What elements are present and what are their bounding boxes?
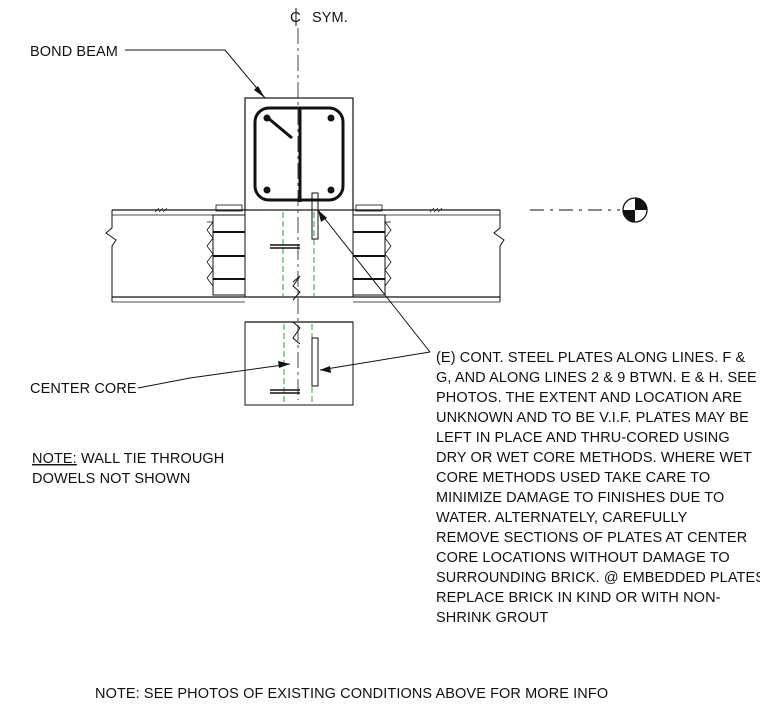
note-line2: DOWELS NOT SHOWN <box>32 471 190 487</box>
callout-line: DRY OR WET CORE METHODS. WHERE WET <box>436 450 752 466</box>
callout-line: LEFT IN PLACE AND THRU-CORED USING <box>436 430 730 446</box>
callout-line: PHOTOS. THE EXTENT AND LOCATION ARE <box>436 390 742 406</box>
bond-beam-leader <box>125 49 266 99</box>
svg-text:NOTE: WALL TIE THROUGH: NOTE: WALL TIE THROUGH <box>32 451 224 467</box>
bond-beam-block <box>244 97 354 211</box>
callout-line: UNKNOWN AND TO BE V.I.F. PLATES MAY BE <box>436 410 749 426</box>
steel-plate-lower <box>311 337 319 387</box>
wall-tie-note: NOTE: WALL TIE THROUGH DOWELS NOT SHOWN <box>32 451 224 487</box>
center-core-label: CENTER CORE <box>30 381 137 397</box>
bond-beam-label: BOND BEAM <box>30 44 118 60</box>
footer-note: NOTE: SEE PHOTOS OF EXISTING CONDITIONS … <box>95 686 608 702</box>
brick-wall-upper <box>244 209 354 301</box>
steel-plate-leaders <box>317 209 431 373</box>
svg-text:C: C <box>290 9 301 26</box>
centerline-symbol-icon: C <box>290 8 301 26</box>
callout-line: WATER. ALTERNATELY, CAREFULLY <box>436 510 688 526</box>
callout-line: MINIMIZE DAMAGE TO FINISHES DUE TO <box>436 490 724 506</box>
section-target-icon <box>622 197 648 223</box>
callout-line: CORE LOCATIONS WITHOUT DAMAGE TO <box>436 550 730 566</box>
callout-line: SURROUNDING BRICK. @ EMBEDDED PLATES <box>436 570 760 586</box>
brick-wall-lower <box>244 321 354 406</box>
steel-plate-upper <box>311 192 319 240</box>
callout-line: REMOVE SECTIONS OF PLATES AT CENTER <box>436 530 747 546</box>
callout-line: REPLACE BRICK IN KIND OR WITH NON- <box>436 590 721 606</box>
steel-plate-callout: (E) CONT. STEEL PLATES ALONG LINES. F & … <box>436 350 760 626</box>
center-core-leader <box>137 361 291 389</box>
callout-line: (E) CONT. STEEL PLATES ALONG LINES. F & <box>436 350 746 366</box>
callout-line: G, AND ALONG LINES 2 & 9 BTWN. E & H. SE… <box>436 370 757 386</box>
ledger-right <box>352 204 392 296</box>
sym-label: SYM. <box>312 10 348 26</box>
floor-slab-left <box>105 207 245 303</box>
callout-line: CORE METHODS USED TAKE CARE TO <box>436 470 710 486</box>
ledger-left <box>206 204 246 296</box>
callout-line: SHRINK GROUT <box>436 610 548 626</box>
note-prefix: NOTE: <box>32 451 77 467</box>
note-line1: WALL TIE THROUGH <box>77 451 225 467</box>
